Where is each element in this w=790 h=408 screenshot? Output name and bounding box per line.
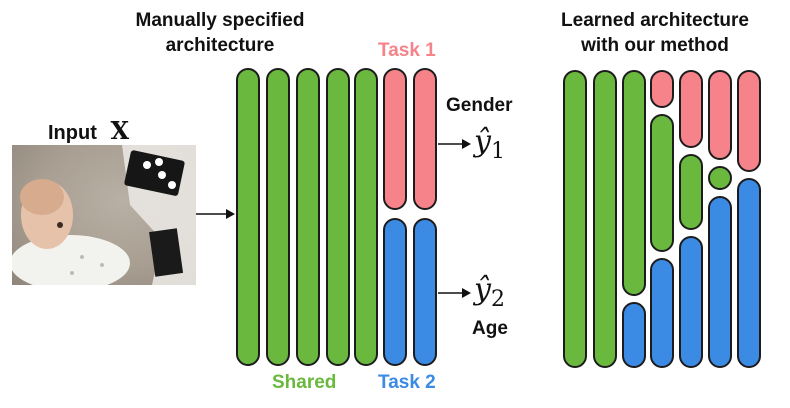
task2-column <box>413 218 437 366</box>
learned-shared-block <box>563 70 587 368</box>
shared-column <box>354 68 378 366</box>
task1-column <box>413 68 437 210</box>
shared-column <box>326 68 350 366</box>
output-y2: ŷ2 <box>474 272 505 312</box>
input-arrow <box>196 209 235 219</box>
learned-task2-block <box>737 178 761 368</box>
input-label: Input X <box>48 116 130 145</box>
learned-shared-block <box>679 154 703 230</box>
learned-task2-block <box>708 196 732 368</box>
baby-photo-illustration <box>12 145 196 285</box>
learned-shared-block <box>650 114 674 252</box>
output-arrow-2 <box>438 288 471 298</box>
shared-column <box>296 68 320 366</box>
learned-shared-block <box>593 70 617 368</box>
shared-column <box>266 68 290 366</box>
right-title: Learned architecture with our method <box>561 10 749 56</box>
learned-task1-block <box>679 70 703 148</box>
learned-shared-block <box>708 166 732 190</box>
learned-task2-block <box>622 302 646 368</box>
task1-column <box>383 68 407 210</box>
learned-shared-block <box>622 70 646 296</box>
shared-column <box>236 68 260 366</box>
learned-task1-block <box>650 70 674 108</box>
left-title: Manually specified architecture <box>135 10 305 56</box>
shared-label: Shared <box>272 372 337 393</box>
task2-column <box>383 218 407 366</box>
gender-label: Gender <box>446 95 513 116</box>
learned-task2-block <box>679 236 703 368</box>
learned-task1-block <box>737 70 761 172</box>
learned-task1-block <box>708 70 732 160</box>
task1-label: Task 1 <box>378 40 436 61</box>
output-y1: ŷ1 <box>474 124 505 164</box>
learned-task2-block <box>650 258 674 368</box>
age-label: Age <box>472 318 508 339</box>
input-photo <box>12 145 196 285</box>
output-arrow-1 <box>438 139 471 149</box>
input-variable: X <box>110 116 130 145</box>
task2-label: Task 2 <box>378 372 436 393</box>
